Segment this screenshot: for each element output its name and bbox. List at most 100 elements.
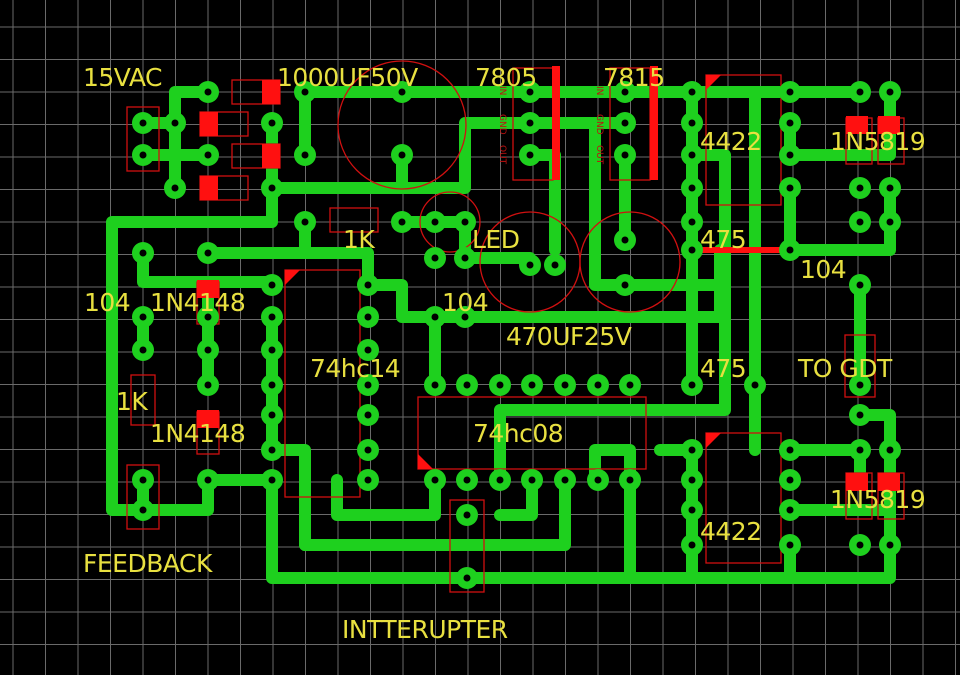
pad-4148-bot: [197, 410, 219, 428]
pad-hole: [301, 151, 309, 159]
trace-hc08-d: [654, 444, 698, 551]
pad-hole: [626, 381, 634, 389]
pad-hole: [461, 313, 469, 321]
pad-hole: [856, 411, 864, 419]
label-1n4148-top: 1N4148: [150, 288, 245, 317]
trace-int2: [494, 474, 538, 521]
pad-hole: [204, 88, 212, 96]
pad-hole: [786, 88, 794, 96]
label-1n5819-top: 1N5819: [830, 127, 925, 156]
pad-hole: [364, 281, 372, 289]
pad-hole: [856, 218, 864, 226]
pin-in-7805: IN: [497, 86, 507, 95]
pad-hole: [688, 476, 696, 484]
pad-hole: [688, 541, 696, 549]
pad-hole: [268, 119, 276, 127]
pad-hole: [688, 184, 696, 192]
heatsink-7815: [650, 66, 658, 180]
label-interrupter: INTTERUPTER: [342, 615, 508, 644]
pad-hole: [364, 446, 372, 454]
pad-hole: [526, 261, 534, 269]
label-led: LED: [472, 225, 519, 254]
pad-hole: [398, 88, 406, 96]
conn-fb-outline: [126, 464, 160, 530]
pad-hole: [886, 218, 894, 226]
trace-4422-top-c: [784, 182, 896, 256]
pin1-marker-74hc08: [418, 454, 433, 469]
label-74hc08: 74hc08: [473, 419, 563, 448]
pad-hole: [139, 249, 147, 257]
pin-gnd-7805: GND: [497, 114, 507, 135]
label-to-gdt: TO GDT: [797, 354, 893, 383]
pad-hole: [463, 574, 471, 582]
pad-hole: [786, 119, 794, 127]
pad-hole: [786, 446, 794, 454]
pad-hole: [139, 313, 147, 321]
pad-hole: [621, 151, 629, 159]
pad-hole: [886, 88, 894, 96]
pad-hole: [268, 476, 276, 484]
pad-hole: [268, 411, 276, 419]
pad-hole: [786, 151, 794, 159]
label-1n4148-bottom: 1N4148: [150, 419, 245, 448]
pad-hole: [786, 476, 794, 484]
pad-hole: [751, 381, 759, 389]
pad-hole: [268, 346, 276, 354]
pad-hole: [204, 313, 212, 321]
bridge-pad-4: [200, 176, 218, 200]
label-104-mid: 104: [442, 288, 488, 317]
pad-hole: [268, 381, 276, 389]
pad-hole: [431, 254, 439, 262]
res-1k-top-outline: [329, 207, 379, 233]
pad-hole: [301, 88, 309, 96]
pad-hole: [688, 151, 696, 159]
pad-hole: [204, 249, 212, 257]
pad-hole: [461, 218, 469, 226]
pad-hole: [528, 381, 536, 389]
pad-hole: [268, 313, 276, 321]
pad-hole: [786, 506, 794, 514]
conn-vac-outline: [126, 106, 160, 172]
pad-hole: [621, 88, 629, 96]
res-1k-left-outline: [130, 374, 156, 426]
pad-hole: [139, 119, 147, 127]
label-104-left: 104: [84, 288, 130, 317]
interrupter-outline: [449, 499, 485, 593]
pin-out-7815: OUT: [594, 145, 604, 165]
pad-hole: [398, 151, 406, 159]
pad-hole: [856, 281, 864, 289]
pad-5819-t1: [846, 116, 868, 134]
pad-hole: [551, 261, 559, 269]
pad-hole: [561, 381, 569, 389]
pad-hole: [528, 476, 536, 484]
conn-gdt-outline: [844, 334, 876, 398]
pad-hole: [463, 381, 471, 389]
pad-hole: [526, 151, 534, 159]
label-470uf25v: 470UF25V: [506, 322, 632, 351]
pad-5819-b1: [846, 473, 868, 491]
label-1n5819-bottom: 1N5819: [830, 485, 925, 514]
pad-hole: [171, 184, 179, 192]
pad-hole: [688, 506, 696, 514]
pad-hole: [594, 476, 602, 484]
pad-hole: [526, 119, 534, 127]
pad-hole: [561, 476, 569, 484]
trace-hc08-c: [589, 444, 636, 584]
pad-hole: [204, 381, 212, 389]
bridge-pad-2: [200, 112, 218, 136]
pin-gnd-7815: GND: [594, 114, 604, 135]
jumper-475: [697, 247, 792, 253]
pad-4148-top: [197, 280, 219, 298]
pad-hole: [786, 246, 794, 254]
pad-hole: [688, 446, 696, 454]
pad-5819-t2: [878, 116, 900, 134]
pin1-marker-driver-bot: [706, 433, 721, 448]
pad-hole: [621, 281, 629, 289]
label-1k-left: 1K: [116, 387, 148, 416]
ic-74hc14-outline: [284, 269, 361, 498]
trace-7815-gnd: [589, 117, 726, 291]
pad-hole: [463, 476, 471, 484]
label-4422-bottom: 4422: [700, 517, 762, 546]
driver-top-outline: [705, 74, 782, 206]
